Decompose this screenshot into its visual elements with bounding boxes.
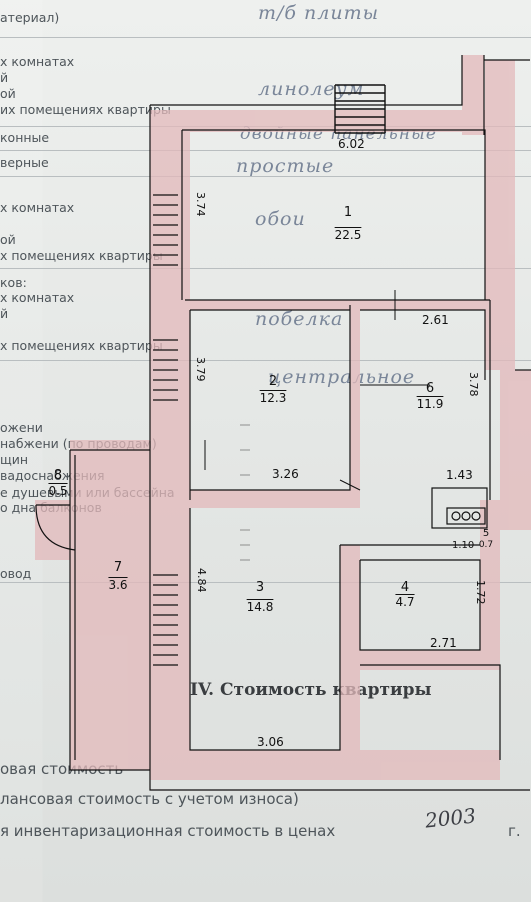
wall-fill — [35, 55, 531, 780]
room-area: 0.5 — [48, 484, 68, 498]
room-area: 3.6 — [108, 578, 128, 592]
room-number: 3 — [255, 580, 265, 595]
dimension-ticks — [204, 290, 430, 491]
dimension-label: 4.84 — [195, 568, 208, 593]
form-label: х комнатах — [0, 290, 75, 305]
form-label: ой — [0, 232, 16, 247]
form-label: ожени — [0, 420, 43, 435]
room-number: 7 — [113, 560, 123, 575]
handwritten-note: центральное — [268, 366, 416, 388]
dimension-label: 2.61 — [422, 313, 449, 327]
form-label: х комнатах — [0, 200, 75, 215]
form-rule — [0, 176, 531, 177]
dimension-label: 3.74 — [194, 192, 207, 217]
room-number: 1 — [343, 205, 353, 220]
room-number: 6 — [425, 381, 435, 396]
section-title: IV. Стоимость квартиры — [190, 680, 432, 700]
form-rule — [0, 37, 531, 38]
dimension-label: 1.72 — [474, 580, 487, 605]
room-area: 12.3 — [259, 391, 287, 405]
room-area: 0.7 — [478, 540, 494, 550]
form-label: х помещениях квартиры — [0, 248, 163, 263]
form-label: х комнатах — [0, 54, 75, 69]
dimension-label: 6.02 — [338, 137, 365, 151]
form-label: ой — [0, 86, 16, 101]
form-label: й — [0, 70, 9, 85]
dimension-label: 2.71 — [430, 636, 457, 650]
form-rule — [0, 582, 531, 583]
dimension-label: 3.06 — [257, 735, 284, 749]
form-label: щин — [0, 452, 29, 467]
dimension-label: 3.79 — [194, 357, 207, 382]
room-number: 4 — [400, 580, 410, 595]
form-label: овод — [0, 566, 32, 581]
form-label: их помещениях квартиры — [0, 102, 171, 117]
dimension-label: 3.26 — [272, 467, 299, 481]
cost-line: лансовая стоимость с учетом износа) — [0, 790, 299, 808]
year-suffix: г. — [508, 822, 521, 840]
form-label: ков: — [0, 275, 27, 290]
form-label: атериал) — [0, 10, 60, 25]
dimension-label: 3.78 — [467, 372, 480, 397]
wall-lines — [35, 55, 531, 791]
handwritten-note: т/б плиты — [258, 2, 380, 24]
staircase — [334, 84, 386, 134]
form-label: й — [0, 306, 9, 321]
pencil-marks — [240, 424, 250, 561]
room-area: 11.9 — [416, 397, 444, 411]
form-label: верные — [0, 155, 49, 170]
form-rule — [0, 360, 531, 361]
dimension-label: 1.43 — [446, 468, 473, 482]
room-area: 4.7 — [395, 595, 415, 609]
handwritten-note: побелка — [255, 308, 344, 330]
room-area: 14.8 — [246, 600, 274, 614]
handwritten-note: обои — [255, 208, 306, 230]
dimension-label: 1.10 — [452, 540, 475, 551]
handwritten-note: простые — [236, 155, 335, 177]
form-label: конные — [0, 130, 50, 145]
handwritten-note: линолеум — [258, 78, 365, 100]
room-number: 5 — [482, 528, 490, 539]
room-number: 2 — [268, 374, 278, 389]
form-label: х помещениях квартиры — [0, 338, 163, 353]
room-area: 22.5 — [334, 228, 362, 242]
windows — [153, 194, 178, 666]
form-rule — [0, 268, 531, 269]
kitchen-stove — [431, 487, 488, 529]
cost-line: я инвентаризационная стоимость в ценах — [0, 822, 336, 840]
form-rule — [0, 150, 531, 151]
room-number: 8 — [53, 468, 63, 483]
